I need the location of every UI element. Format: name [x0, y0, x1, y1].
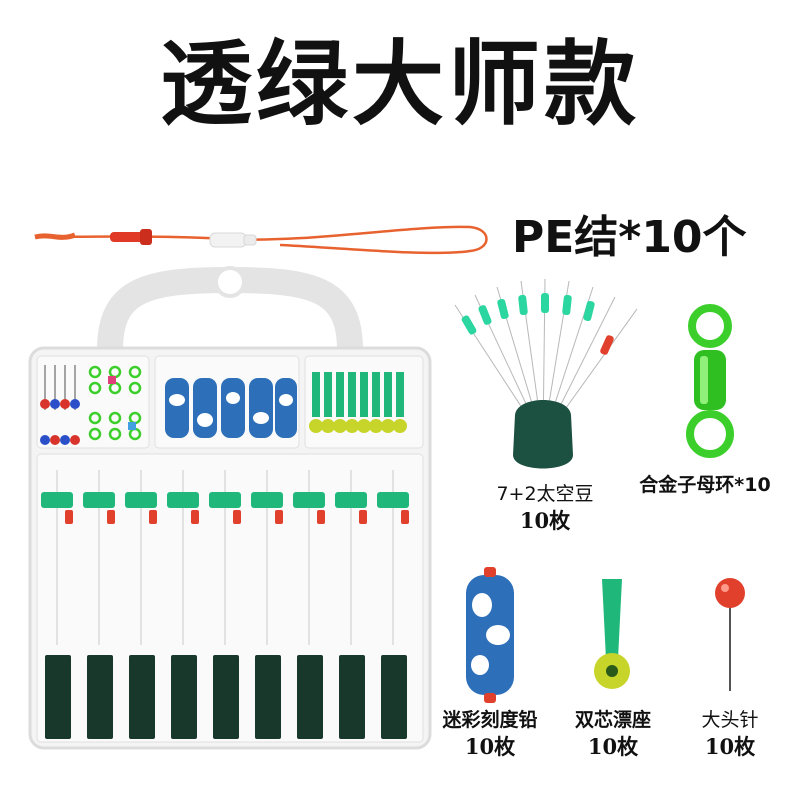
product-title: 透绿大师款 [159, 31, 640, 138]
space-bean-rig-image [454, 278, 638, 469]
pin-qty: 10枚 [704, 734, 756, 759]
float-seat-qty: 10枚 [587, 734, 639, 759]
camo-weight-qty: 10枚 [464, 734, 516, 759]
space-bean-label: 7+2太空豆 [496, 483, 594, 505]
tackle-box-image [28, 266, 432, 750]
pe-knot-line-image [34, 225, 488, 255]
space-bean-qty: 10枚 [519, 508, 571, 533]
alloy-swivel-image [686, 304, 734, 458]
pin-image [715, 578, 745, 691]
float-seat-image [594, 579, 630, 689]
pe-knot-label: PE结*10个 [512, 212, 747, 263]
camo-weight-image [466, 567, 514, 703]
alloy-swivel-label: 合金子母环*10 [639, 474, 771, 496]
float-seat-label: 双芯漂座 [574, 709, 651, 731]
camo-weight-label: 迷彩刻度铅 [442, 709, 538, 731]
pin-label: 大头针 [701, 709, 759, 731]
